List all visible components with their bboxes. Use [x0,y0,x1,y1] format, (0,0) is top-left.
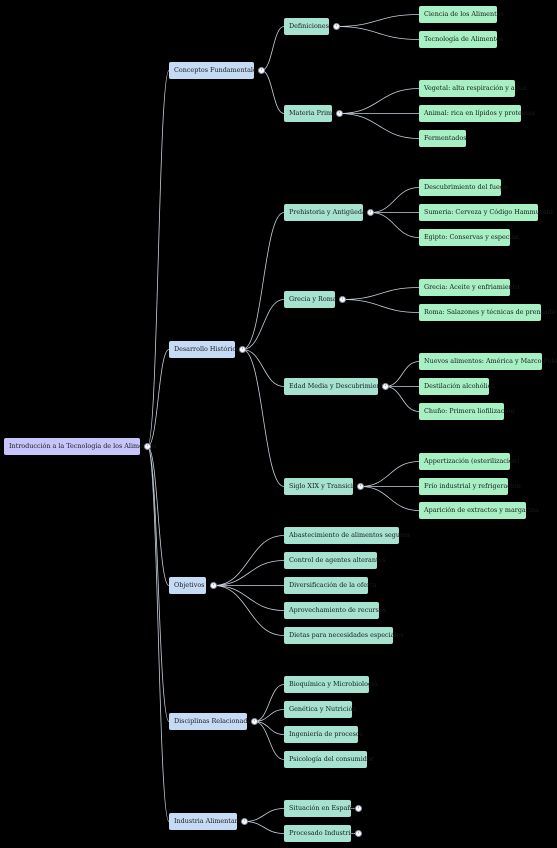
connector-materia-prima [261,70,285,114]
node-edad-media-y-descubrimiento[interactable]: Edad Media y Descubrimiento [284,378,387,395]
node-materia-prima[interactable]: Materia Prima [284,105,336,122]
connector-fermentados [339,113,420,139]
node-frio-industrial-y-refrigeracion[interactable]: Frío industrial y refrigeración [419,478,521,495]
connector-conceptos-fundamentales [147,70,170,447]
connector-control-de-agentes-alterantes [213,560,285,586]
node-grecia-y-roma[interactable]: Grecia y Roma [284,291,337,308]
node-control-de-agentes-alterantes[interactable]: Control de agentes alterantes [284,552,386,569]
node-diversificacion-de-la-oferta[interactable]: Diversificación de la oferta [284,577,376,594]
connector-procesado-industrial [244,821,285,834]
node-roma-salazones-y-tecnicas-de-prensado[interactable]: Roma: Salazones y técnicas de prensado [419,304,556,321]
node-procesado-industrial[interactable]: Procesado Industrial [284,825,356,842]
node-abastecimiento-de-alimentos-seguros[interactable]: Abastecimiento de alimentos seguros [284,527,410,544]
chevron-left-icon[interactable]: ‹ [357,483,364,490]
chevron-left-icon[interactable]: ‹ [241,818,248,825]
connector-descubrimiento-del-fuego [370,187,420,213]
connector-chuno-primera-liofilizacion [385,386,420,412]
chevron-right-icon[interactable]: › [355,805,362,812]
connector-abastecimiento-de-alimentos-seguros [213,535,285,586]
connector-aprovechamiento-de-recursos [213,585,285,611]
chevron-left-icon[interactable]: ‹ [144,443,151,450]
node-desarrollo-historico[interactable]: Desarrollo Histórico [169,341,240,358]
connector-appertizacion-esterilizacion [360,461,420,487]
connector-dietas-para-necesidades-especiales [213,585,285,636]
chevron-left-icon[interactable]: ‹ [239,346,246,353]
node-ciencia-de-los-alimentos[interactable]: Ciencia de los Alimentos [419,6,504,23]
node-prehistoria-y-antiguedad[interactable]: Prehistoria y Antigüedad [284,204,370,221]
node-sumeria-cerveza-y-codigo-hammurabi[interactable]: Sumeria: Cerveza y Código Hammurabi [419,204,553,221]
connector-disciplinas-relacionadas [147,446,170,722]
chevron-left-icon[interactable]: ‹ [251,718,258,725]
node-descubrimiento-del-fuego[interactable]: Descubrimiento del fuego [419,179,508,196]
node-industria-alimentaria[interactable]: Industria Alimentaria [169,813,244,830]
chevron-left-icon[interactable]: ‹ [367,209,374,216]
node-siglo-xix-y-transicion[interactable]: Siglo XIX y Transición [284,478,361,495]
node-bioquimica-y-microbiologia[interactable]: Bioquímica y Microbiología [284,676,378,693]
node-aprovechamiento-de-recursos[interactable]: Aprovechamiento de recursos [284,602,386,619]
chevron-left-icon[interactable]: ‹ [336,110,343,117]
connector-situacion-en-espana [244,808,285,822]
node-grecia-aceite-y-enfriamiento[interactable]: Grecia: Aceite y enfriamiento [419,279,519,296]
node-nuevos-alimentos-america-y-marco-polo[interactable]: Nuevos alimentos: América y Marco Polo [419,353,557,370]
chevron-left-icon[interactable]: ‹ [382,383,389,390]
node-definiciones[interactable]: Definiciones [284,18,329,35]
connector-industria-alimentaria [147,446,170,822]
node-tecnologia-de-alimentos[interactable]: Tecnología de Alimentos [419,31,503,48]
node-appertizacion-esterilizacion[interactable]: Appertización (esterilización) [419,453,519,470]
connector-ingenieria-de-procesos [254,721,285,735]
node-conceptos-fundamentales[interactable]: Conceptos Fundamentales [169,62,260,79]
connector-desarrollo-historico [147,349,170,447]
connector-vegetal-alta-respiracion-y-agua [339,88,420,114]
chevron-left-icon[interactable]: ‹ [210,582,217,589]
connector-grecia-aceite-y-enfriamiento [342,287,420,300]
node-genetica-y-nutricion[interactable]: Genética y Nutrición [284,701,356,718]
node-destilacion-alcoholica[interactable]: Destilación alcohólica [419,378,495,395]
connector-nuevos-alimentos-america-y-marco-polo [385,361,420,387]
connector-egipto-conservas-y-especias [370,212,420,238]
connector-psicologia-del-consumidor [254,721,285,760]
chevron-left-icon[interactable]: ‹ [339,296,346,303]
connector-aparicion-de-extractos-y-margarina [360,486,420,511]
node-ingenieria-de-procesos[interactable]: Ingeniería de procesos [284,726,363,743]
connector-ciencia-de-los-alimentos [336,14,420,27]
node-egipto-conservas-y-especias[interactable]: Egipto: Conservas y especias [419,229,518,246]
connector-tecnologia-de-alimentos [336,26,420,40]
connector-grecia-y-roma [242,299,285,350]
node-animal-rica-en-lipidos-y-proteinas[interactable]: Animal: rica en lípidos y proteínas [419,105,535,122]
connector-prehistoria-y-antiguedad [242,212,285,350]
chevron-left-icon[interactable]: ‹ [258,67,265,74]
chevron-left-icon[interactable]: ‹ [333,23,340,30]
node-objetivos[interactable]: Objetivos [169,577,206,594]
connector-bioquimica-y-microbiologia [254,684,285,722]
node-dietas-para-necesidades-especiales[interactable]: Dietas para necesidades especiales [284,627,404,644]
connector-definiciones [261,26,285,71]
connector-siglo-xix-y-transicion [242,349,285,487]
node-disciplinas-relacionadas[interactable]: Disciplinas Relacionadas [169,713,255,730]
root-node[interactable]: Introducción a la Tecnología de los Alim… [4,438,157,455]
node-aparicion-de-extractos-y-margarina[interactable]: Aparición de extractos y margarina [419,502,539,519]
chevron-right-icon[interactable]: › [355,830,362,837]
node-psicologia-del-consumidor[interactable]: Psicología del consumidor [284,751,374,768]
connector-roma-salazones-y-tecnicas-de-prensado [342,299,420,313]
connector-edad-media-y-descubrimiento [242,349,285,387]
node-chuno-primera-liofilizacion[interactable]: Chuño: Primera liofilización [419,403,514,420]
node-fermentados[interactable]: Fermentados [419,130,466,147]
node-situacion-en-espana[interactable]: Situación en España [284,800,355,817]
connector-objetivos [147,446,170,586]
node-vegetal-alta-respiracion-y-agua[interactable]: Vegetal: alta respiración y agua [419,80,527,97]
connector-genetica-y-nutricion [254,709,285,722]
